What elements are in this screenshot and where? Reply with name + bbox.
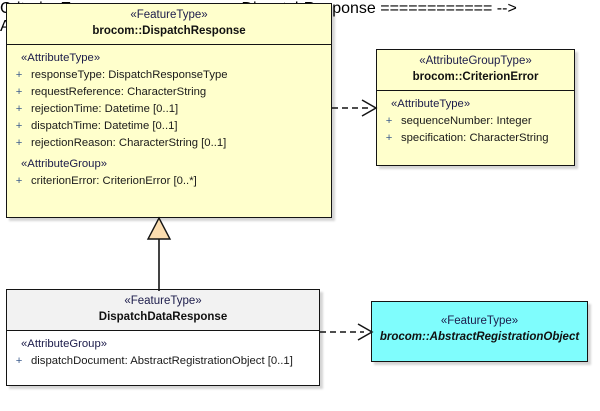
- attribute-label: dispatchDocument: AbstractRegistrationOb…: [31, 355, 293, 367]
- class-box-dispatch-data-response[interactable]: «FeatureType» DispatchDataResponse «Attr…: [6, 289, 320, 386]
- attribute-row[interactable]: + responseType: DispatchResponseType: [7, 67, 331, 84]
- section-stereotype-attribute-group: «AttributeGroup»: [21, 158, 108, 170]
- attribute-row[interactable]: + requestReference: CharacterString: [7, 84, 331, 101]
- attribute-label: criterionError: CriterionError [0..*]: [31, 175, 197, 187]
- class-body-dispatch-data-response: «AttributeGroup» + dispatchDocument: Abs…: [7, 331, 319, 376]
- attribute-row[interactable]: + dispatchDocument: AbstractRegistration…: [7, 353, 319, 370]
- attribute-label: responseType: DispatchResponseType: [31, 69, 228, 81]
- attribute-label: dispatchTime: Datetime [0..1]: [31, 120, 178, 132]
- attribute-row[interactable]: + dispatchTime: Datetime [0..1]: [7, 118, 331, 135]
- section-stereotype-attribute-type: «AttributeType»: [391, 98, 471, 110]
- section-stereotype-attribute-group: «AttributeGroup»: [21, 338, 108, 350]
- visibility-marker: +: [15, 120, 23, 132]
- class-name: brocom::DispatchResponse: [92, 25, 246, 37]
- class-box-criterion-error[interactable]: «AttributeGroupType» brocom::CriterionEr…: [376, 49, 575, 166]
- class-name: DispatchDataResponse: [98, 311, 228, 323]
- hollow-triangle-arrowhead-icon: [146, 216, 172, 240]
- visibility-marker: +: [15, 69, 23, 81]
- class-stereotype: «FeatureType»: [440, 315, 519, 327]
- class-header-dispatch-response: «FeatureType» brocom::DispatchResponse: [7, 4, 331, 45]
- dependency-dispatchresponse-criterionerror: [332, 97, 378, 119]
- attribute-label: rejectionReason: CharacterString [0..1]: [31, 137, 227, 149]
- attribute-row[interactable]: + criterionError: CriterionError [0..*]: [7, 173, 331, 190]
- class-header-dispatch-data-response: «FeatureType» DispatchDataResponse: [7, 290, 319, 331]
- visibility-marker: +: [385, 132, 393, 144]
- class-box-dispatch-response[interactable]: «FeatureType» brocom::DispatchResponse «…: [6, 3, 332, 218]
- class-box-abstract-registration-object[interactable]: «FeatureType» brocom::AbstractRegistrati…: [371, 301, 588, 362]
- visibility-marker: +: [15, 355, 23, 367]
- generalization-dispatchdataresponse-dispatchresponse: [144, 216, 174, 291]
- class-header-criterion-error: «AttributeGroupType» brocom::CriterionEr…: [377, 50, 574, 91]
- visibility-marker: +: [15, 103, 23, 115]
- attribute-row[interactable]: + rejectionReason: CharacterString [0..1…: [7, 135, 331, 152]
- attribute-row[interactable]: + rejectionTime: Datetime [0..1]: [7, 101, 331, 118]
- visibility-marker: +: [15, 137, 23, 149]
- open-arrowhead-icon: [357, 323, 374, 341]
- class-name: brocom::CriterionError: [412, 71, 539, 83]
- class-header-abstract-registration-object: «FeatureType» brocom::AbstractRegistrati…: [372, 302, 587, 350]
- attribute-label: rejectionTime: Datetime [0..1]: [31, 103, 179, 115]
- class-stereotype: «FeatureType»: [130, 9, 208, 21]
- class-body-criterion-error: «AttributeType» + sequenceNumber: Intege…: [377, 91, 574, 153]
- class-stereotype: «FeatureType»: [124, 295, 202, 307]
- attribute-row[interactable]: + specification: CharacterString: [377, 130, 574, 147]
- attribute-label: specification: CharacterString: [401, 132, 549, 144]
- visibility-marker: +: [15, 86, 23, 98]
- section-stereotype-attribute-type: «AttributeType»: [21, 52, 101, 64]
- attribute-row[interactable]: + sequenceNumber: Integer: [377, 113, 574, 130]
- visibility-marker: +: [15, 175, 23, 187]
- class-body-dispatch-response: «AttributeType» + responseType: Dispatch…: [7, 45, 331, 196]
- attribute-label: sequenceNumber: Integer: [401, 115, 532, 127]
- dependency-dispatchdataresponse-abstractregistrationobject: [320, 321, 374, 343]
- class-name: brocom::AbstractRegistrationObject: [379, 331, 580, 343]
- attribute-label: requestReference: CharacterString: [31, 86, 207, 98]
- class-stereotype: «AttributeGroupType»: [419, 55, 532, 67]
- visibility-marker: +: [385, 115, 393, 127]
- open-arrowhead-icon: [361, 99, 378, 117]
